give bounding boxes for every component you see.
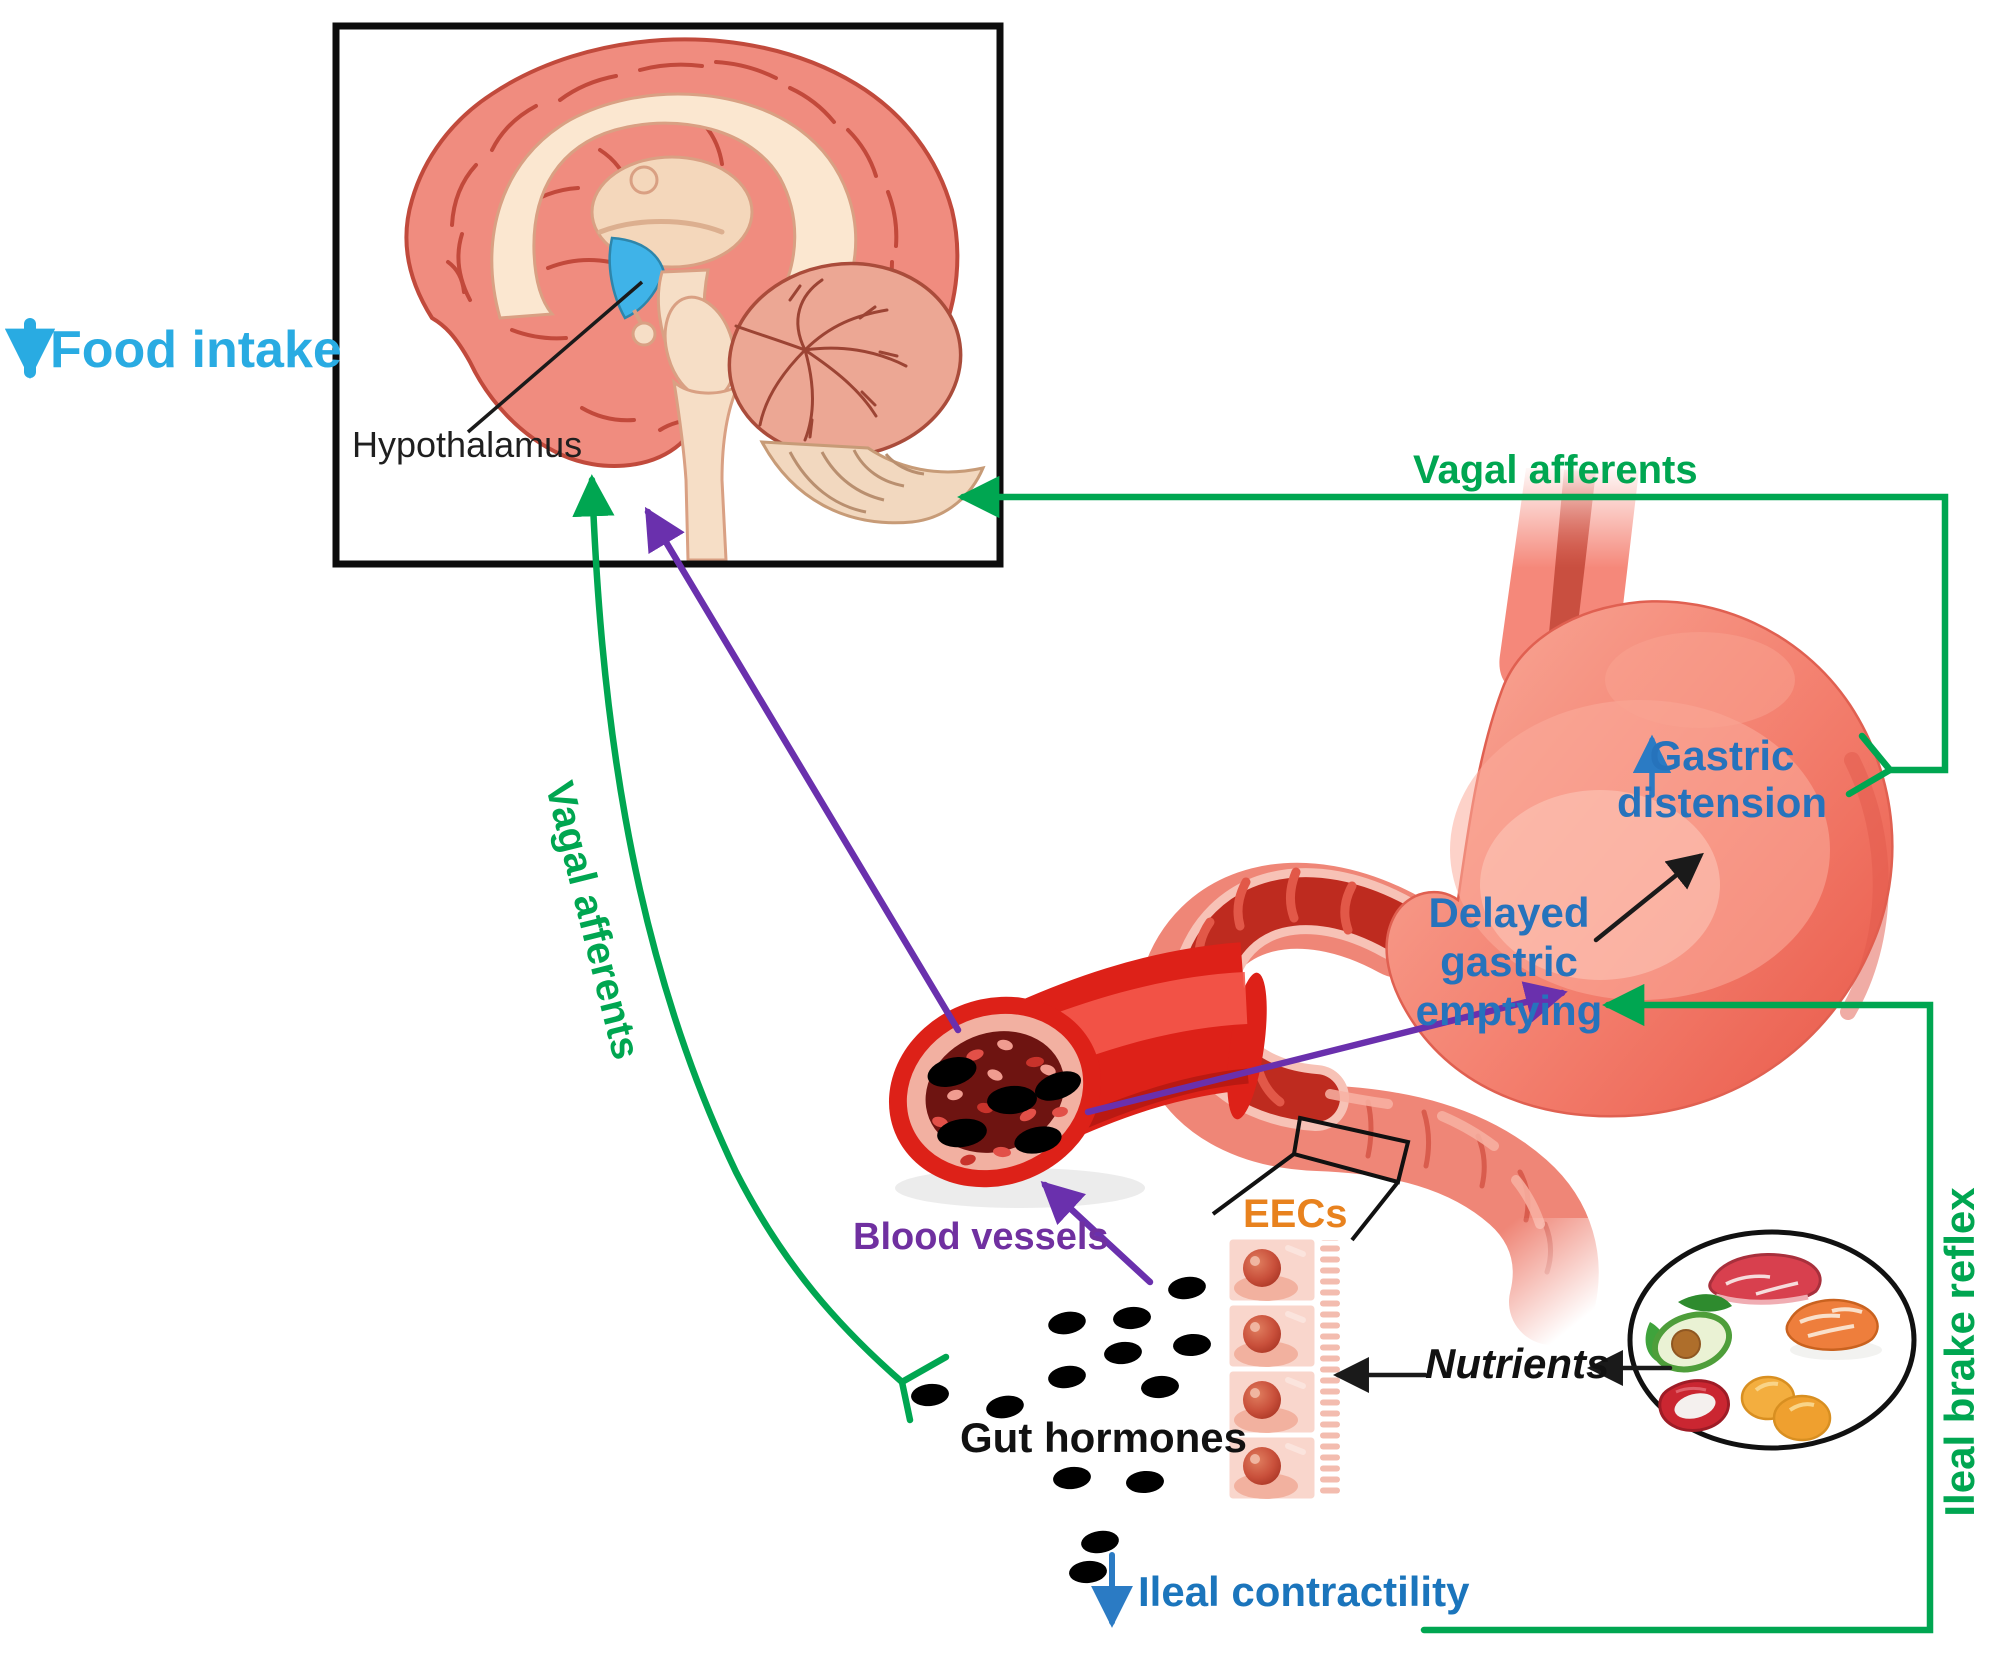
nutrients-label: Nutrients — [1425, 1340, 1610, 1387]
hypothalamus-label: Hypothalamus — [352, 424, 583, 465]
cerebellum-flap — [759, 440, 986, 525]
hormones-in-vessel — [927, 1057, 1081, 1154]
hormones-to-vessel-arrow — [1040, 1180, 1154, 1286]
eec-cell — [1226, 1302, 1318, 1370]
emptying-to-distension-arrow — [1593, 852, 1704, 943]
stomach-highlight-2 — [1480, 790, 1720, 980]
eecs-label: EECs — [1243, 1192, 1348, 1236]
eec-cell — [1226, 1368, 1318, 1436]
purple-pathways — [644, 506, 1568, 1286]
food-circle — [1627, 1229, 1917, 1451]
ileal-brake-reflex-line — [1420, 983, 1934, 1634]
gut-hormone-dots — [911, 1276, 1211, 1584]
medulla-spinal-cord — [671, 378, 742, 562]
salmon-icon — [1785, 1298, 1882, 1360]
fornix-line — [597, 219, 725, 235]
pituitary-stalk — [632, 309, 643, 324]
delayed-gastric-emptying-label: Delayed gastric emptying — [1389, 888, 1629, 1035]
delayed-line2: gastric — [1440, 938, 1578, 985]
esophagus-lumen — [1547, 470, 1596, 658]
red-blood-cells — [932, 1039, 1068, 1166]
pineal-bump — [629, 165, 659, 195]
vagal-afferents-left-curve — [572, 474, 906, 1386]
pituitary — [631, 321, 657, 347]
vagal-afferents-top-label: Vagal afferents — [1413, 448, 1698, 492]
hormone-nerve-ending-prong — [898, 1378, 914, 1424]
steak-icon — [1708, 1253, 1822, 1305]
delayed-line3: emptying — [1415, 987, 1603, 1034]
intestine-fade — [1478, 1218, 1624, 1362]
hypothalamus-pointer-line — [466, 280, 644, 434]
greater-curvature-shade — [1840, 752, 1889, 1020]
fundus-highlight — [1605, 632, 1795, 728]
eggs-icon — [1740, 1375, 1832, 1442]
brain-box-border — [332, 22, 1004, 568]
food-intake-label: Food intake — [50, 321, 342, 379]
blue-arrows — [4, 318, 1672, 1628]
ileal-contractility-label: Ileal contractility — [1138, 1568, 1470, 1615]
eec-cell — [1226, 1434, 1318, 1502]
gastric-distension-label: Gastric distension — [1612, 732, 1832, 826]
red-meat-icon — [1658, 1379, 1730, 1432]
eec-cells — [1226, 1236, 1340, 1502]
ileal-brake-reflex-label: Ileal brake reflex — [1936, 1187, 1983, 1517]
blood-vessel-illustration — [888, 942, 1267, 1208]
stomach-nerve-ending-prong — [1845, 766, 1894, 798]
brain-illustration — [332, 22, 1004, 568]
vagal-afferents-top-line — [957, 475, 1949, 774]
brush-border — [1316, 1240, 1340, 1498]
stomach-nerve-ending-prong — [1858, 732, 1894, 774]
gastric-distension-line1: Gastric — [1649, 732, 1795, 779]
green-pathways — [572, 474, 1949, 1634]
hormone-nerve-ending-prong — [898, 1353, 950, 1386]
vessel-to-brain-arrow — [644, 506, 962, 1034]
vessel-to-stomach-arrow — [1084, 981, 1568, 1116]
avocado-icon — [1645, 1294, 1733, 1373]
black-arrows — [1332, 852, 1704, 1393]
delayed-line1: Delayed — [1428, 889, 1590, 936]
blood-vessels-label: Blood vessels — [853, 1216, 1109, 1258]
flap-stripes — [788, 449, 925, 514]
eec-cell — [1226, 1236, 1318, 1304]
cerebellum-branches — [734, 278, 908, 442]
magnification-callout — [1211, 1115, 1411, 1242]
gut-hormones-label: Gut hormones — [960, 1414, 1248, 1461]
gastric-distension-line2: distension — [1616, 779, 1828, 826]
